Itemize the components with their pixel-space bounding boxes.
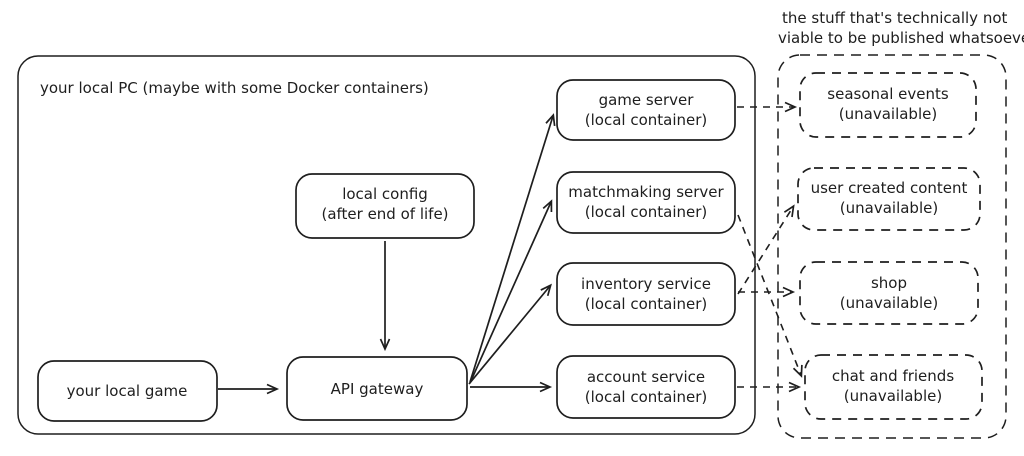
node-account-service-label-line2: (local container) bbox=[585, 388, 708, 406]
node-shop-border bbox=[799, 261, 979, 325]
edge-inventory-service-to-user-created-content bbox=[737, 204, 795, 295]
node-game-server-label-line1: game server bbox=[599, 91, 695, 109]
node-matchmaking-server-label-line1: matchmaking server bbox=[568, 183, 724, 201]
node-inventory-service-border bbox=[556, 262, 736, 326]
edge-api-gateway-to-game-server bbox=[469, 113, 556, 383]
node-your-local-game-label: your local game bbox=[67, 382, 188, 400]
node-your-local-game-border bbox=[37, 360, 218, 422]
node-local-config: local config (after end of life) bbox=[295, 173, 475, 239]
node-inventory-service-label-line1: inventory service bbox=[581, 275, 711, 293]
node-shop-label-line2: (unavailable) bbox=[840, 294, 938, 312]
node-shop-label-line1: shop bbox=[871, 274, 907, 292]
node-inventory-service-label-line2: (local container) bbox=[585, 295, 708, 313]
node-user-created-content: user created content (unavailable) bbox=[797, 167, 981, 231]
node-game-server-border bbox=[556, 79, 736, 141]
node-api-gateway-label: API gateway bbox=[331, 380, 424, 398]
edge-api-gateway-to-inventory-service bbox=[468, 283, 552, 385]
unpublishable-title-line1: the stuff that's technically not bbox=[782, 9, 1007, 27]
node-inventory-service: inventory service (local container) bbox=[556, 262, 736, 326]
node-account-service-border bbox=[556, 355, 736, 419]
node-game-server-label-line2: (local container) bbox=[585, 111, 708, 129]
local-pc-container: your local PC (maybe with some Docker co… bbox=[17, 55, 756, 435]
node-api-gateway: API gateway bbox=[286, 356, 468, 421]
node-shop: shop (unavailable) bbox=[799, 261, 979, 325]
node-chat-and-friends-border bbox=[804, 354, 983, 420]
node-chat-and-friends-label-line1: chat and friends bbox=[832, 367, 954, 385]
node-seasonal-events-label-line1: seasonal events bbox=[827, 85, 949, 103]
edge-api-gateway-to-matchmaking-server bbox=[469, 199, 553, 384]
unpublishable-title-line2: viable to be published whatsoever bbox=[778, 29, 1024, 47]
unpublishable-container-border bbox=[777, 54, 1007, 439]
node-user-created-content-border bbox=[797, 167, 981, 231]
node-user-created-content-label-line2: (unavailable) bbox=[840, 199, 938, 217]
local-pc-container-border bbox=[17, 55, 756, 435]
node-seasonal-events: seasonal events (unavailable) bbox=[799, 72, 977, 138]
node-matchmaking-server-border bbox=[556, 171, 736, 234]
node-account-service-label-line1: account service bbox=[587, 368, 705, 386]
node-user-created-content-label-line1: user created content bbox=[811, 179, 968, 197]
node-api-gateway-border bbox=[286, 356, 468, 421]
node-matchmaking-server-label-line2: (local container) bbox=[585, 203, 708, 221]
unpublishable-container: the stuff that's technically not viable … bbox=[777, 9, 1024, 439]
node-seasonal-events-border bbox=[799, 72, 977, 138]
node-seasonal-events-label-line2: (unavailable) bbox=[839, 105, 937, 123]
node-your-local-game: your local game bbox=[37, 360, 218, 422]
node-account-service: account service (local container) bbox=[556, 355, 736, 419]
node-matchmaking-server: matchmaking server (local container) bbox=[556, 171, 736, 234]
node-chat-and-friends-label-line2: (unavailable) bbox=[844, 387, 942, 405]
local-pc-container-label: your local PC (maybe with some Docker co… bbox=[40, 79, 429, 97]
node-chat-and-friends: chat and friends (unavailable) bbox=[804, 354, 983, 420]
node-local-config-border bbox=[295, 173, 475, 239]
node-local-config-label-line1: local config bbox=[342, 185, 428, 203]
node-game-server: game server (local container) bbox=[556, 79, 736, 141]
edge-matchmaking-server-to-chat-and-friends bbox=[737, 214, 803, 378]
node-local-config-label-line2: (after end of life) bbox=[321, 205, 448, 223]
